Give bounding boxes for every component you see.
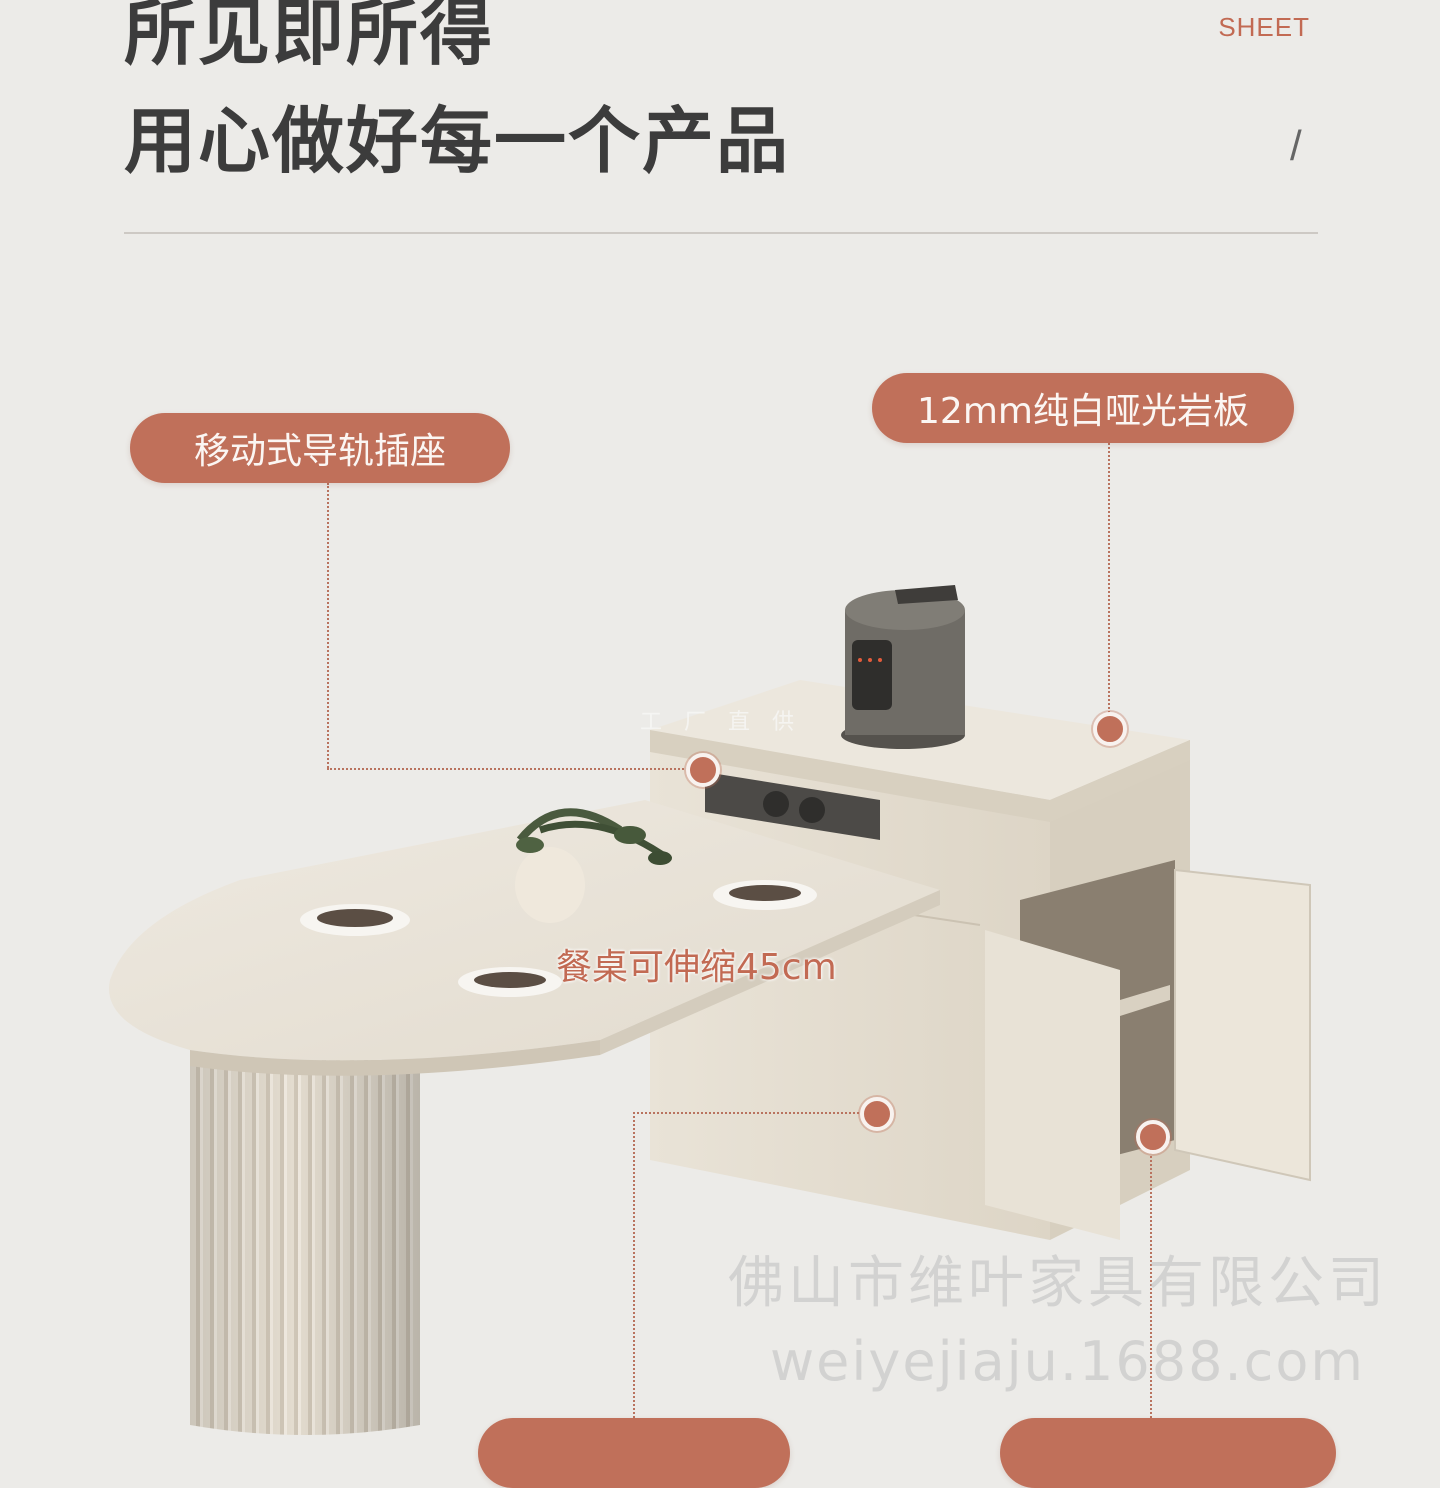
fluted-pedestal	[190, 1060, 420, 1435]
leader-rail-vertical	[327, 483, 329, 768]
leader-slab-vertical	[1108, 443, 1110, 725]
leader-rail-horizontal	[327, 768, 699, 770]
callout-rock-slab: 12mm纯白哑光岩板	[872, 373, 1294, 443]
plant-vase	[515, 808, 673, 923]
table-extend-label: 餐桌可伸缩45cm	[556, 947, 837, 988]
socket-rail	[705, 772, 880, 840]
sheet-label: SHEET	[1218, 12, 1310, 42]
leader-bottom-left-vertical	[633, 1112, 635, 1418]
watermark-company: 佛山市维叶家具有限公司	[728, 1251, 1388, 1316]
callout-dot-slab	[1093, 712, 1127, 746]
callout-dot-rail	[686, 753, 720, 787]
callout-bottom-left	[478, 1418, 790, 1488]
table-top	[109, 800, 940, 1076]
cabinet-doors	[985, 860, 1311, 1240]
rice-cooker	[841, 585, 965, 749]
callout-dot-cabinet-door	[1136, 1120, 1170, 1154]
product-illustration	[109, 585, 1311, 1435]
callout-dot-cabinet-front	[860, 1097, 894, 1131]
header-divider	[124, 232, 1318, 234]
headline-line-2: 用心做好每一个产品	[124, 99, 791, 183]
factory-direct-label: 工厂直供	[640, 710, 817, 735]
headline-line-1: 所见即所得	[124, 0, 495, 75]
leader-bottom-right-vertical	[1150, 1135, 1152, 1418]
callout-rail-socket: 移动式导轨插座	[130, 413, 510, 483]
leader-bottom-left-horizontal	[633, 1112, 875, 1114]
callout-bottom-right	[1000, 1418, 1336, 1488]
slash-mark: /	[1290, 122, 1302, 169]
watermark-site: weiyejiaju.1688.com	[770, 1330, 1365, 1393]
table-plates	[300, 880, 817, 997]
